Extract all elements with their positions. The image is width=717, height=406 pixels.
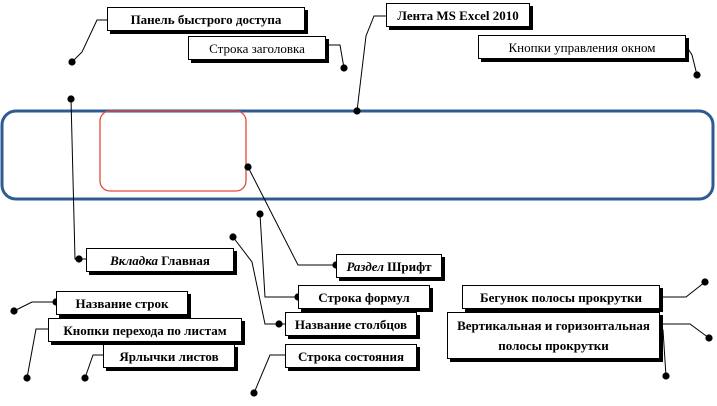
dot-sheet-nav: [23, 374, 31, 382]
dot-column-names-start: [229, 233, 237, 241]
dot-scroll-thumb: [701, 278, 709, 286]
leader-row-names: [13, 301, 56, 312]
leader-scrollbars: [660, 323, 710, 339]
leader-scroll-thumb: [660, 281, 706, 298]
dot-title-bar: [340, 64, 348, 72]
label-scroll-thumb: Бегунок полосы прокрутки: [462, 285, 660, 309]
dot-window-buttons: [693, 71, 701, 79]
font-group-outline: [99, 110, 247, 192]
leader-sheet-nav: [26, 328, 48, 379]
leader-status-bar: [253, 354, 285, 394]
label-window-buttons: Кнопки управления окном: [478, 35, 686, 59]
label-font-group-rest: Шрифт: [383, 258, 432, 274]
label-home-tab: Вкладка Главная: [86, 248, 234, 272]
label-formula-bar: Строка формул: [298, 285, 430, 309]
ribbon-outline: [0, 109, 715, 201]
leader-title-bar: [327, 44, 345, 69]
label-home-tab-italic: Вкладка: [110, 252, 158, 268]
leader-column-names: [232, 236, 285, 325]
label-home-tab-rest: Главная: [158, 252, 210, 268]
dot-home-tab-start: [67, 95, 75, 103]
label-font-group-italic: Раздел: [346, 258, 384, 274]
label-scrollbars: Вертикальная и горизонтальная полосы про…: [447, 312, 660, 359]
label-font-group: Раздел Шрифт: [336, 254, 442, 278]
leader-formula-bar: [259, 213, 298, 298]
label-sheet-tabs: Ярлычки листов: [103, 344, 235, 368]
label-title-bar: Строка заголовка: [188, 36, 326, 60]
leader-home-tab: [70, 98, 86, 260]
leader-font-group: [247, 166, 336, 266]
label-column-names: Название столбцов: [285, 312, 417, 336]
dot-font-group-start: [244, 163, 252, 171]
dot-column-names-end: [275, 320, 283, 328]
leader-scrollbars-2: [659, 323, 667, 377]
label-ribbon: Лента MS Excel 2010: [386, 3, 530, 27]
dot-scrollbars-2: [662, 372, 670, 380]
dot-ribbon: [353, 107, 361, 115]
dot-sheet-tabs: [81, 374, 89, 382]
dot-status-bar: [250, 389, 258, 397]
label-quick-access: Панель быстрого доступа: [107, 7, 305, 31]
leader-window-buttons: [686, 46, 698, 76]
leader-quick-access: [71, 19, 107, 63]
dot-formula-bar-start: [256, 210, 264, 218]
dot-scrollbars: [705, 334, 713, 342]
leader-ribbon: [356, 15, 386, 112]
label-status-bar: Строка состояния: [285, 344, 417, 368]
leader-lines: [13, 15, 710, 394]
label-sheet-nav: Кнопки перехода по листам: [48, 318, 242, 342]
dot-quick-access: [68, 58, 76, 66]
dot-home-tab-end: [75, 255, 83, 263]
dot-row-names-end: [10, 307, 18, 315]
label-row-names: Название строк: [56, 291, 188, 315]
leader-sheet-tabs: [84, 354, 103, 379]
